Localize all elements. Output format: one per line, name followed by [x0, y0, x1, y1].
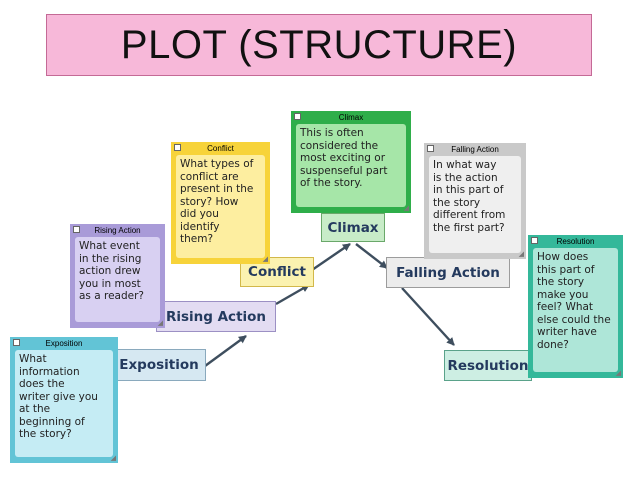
note-line: make you — [537, 288, 589, 301]
arrow-climax-to-falling — [355, 243, 388, 269]
note-line: the story? — [19, 428, 72, 440]
title-banner: PLOT (STRUCTURE) — [46, 14, 592, 76]
note-rising-action: Rising Action What event in the rising a… — [70, 224, 165, 328]
note-square-icon — [294, 113, 301, 120]
note-line: this part of — [537, 263, 595, 276]
note-line: What event — [79, 240, 140, 252]
stage-climax: Climax — [321, 213, 385, 242]
note-line: you in most — [79, 277, 141, 290]
note-line: What — [19, 353, 47, 365]
note-line: in this part of — [433, 184, 504, 196]
page-title: PLOT (STRUCTURE) — [120, 22, 518, 67]
note-body: What event in the rising action drew you… — [75, 237, 160, 322]
note-line: most exciting or — [300, 152, 386, 164]
note-line: story? How — [180, 195, 239, 208]
resize-grip-icon: ◢ — [262, 255, 268, 263]
note-line: How does — [537, 251, 589, 263]
arrow-rising-to-conflict — [275, 283, 310, 306]
note-body: This is often considered the most exciti… — [296, 124, 406, 207]
note-line: did you — [180, 208, 219, 220]
note-square-icon — [73, 226, 80, 233]
note-header: Climax — [291, 111, 411, 123]
note-line: considered the — [300, 139, 379, 152]
stage-resolution: Resolution — [444, 350, 532, 381]
resize-grip-icon: ◢ — [403, 204, 409, 212]
resize-grip-icon: ◢ — [615, 369, 621, 377]
note-line: different from — [433, 209, 506, 221]
note-line: the story — [537, 276, 585, 288]
note-line: writer have — [537, 326, 597, 338]
note-line: writer give you — [19, 390, 98, 403]
note-header: Rising Action — [70, 224, 165, 236]
note-header: Resolution — [528, 235, 623, 247]
note-square-icon — [427, 145, 434, 152]
note-conflict: Conflict What types of conflict are pres… — [171, 142, 270, 264]
note-line: action drew — [79, 265, 141, 277]
resize-grip-icon: ◢ — [518, 250, 524, 258]
arrow-conflict-to-climax — [311, 243, 351, 271]
note-line: beginning of — [19, 415, 85, 428]
note-line: suspenseful part — [300, 164, 388, 177]
note-header: Exposition — [10, 337, 118, 349]
note-body: What types of conflict are present in th… — [176, 155, 265, 258]
note-body: In what way is the action in this part o… — [429, 156, 521, 253]
stage-falling-action: Falling Action — [386, 257, 510, 288]
note-resolution: Resolution How does this part of the sto… — [528, 235, 623, 378]
note-climax: Climax This is often considered the most… — [291, 111, 411, 213]
stage-exposition: Exposition — [112, 349, 206, 381]
note-line: as a reader? — [79, 290, 145, 302]
note-body: How does this part of the story make you… — [533, 248, 618, 372]
note-line: present in the — [180, 183, 254, 195]
note-square-icon — [13, 339, 20, 346]
note-line: identify — [180, 220, 220, 233]
note-line: at the — [19, 403, 51, 415]
resize-grip-icon: ◢ — [110, 454, 116, 462]
note-line: the story — [433, 196, 481, 209]
note-line: does the — [19, 378, 65, 390]
arrow-exposition-to-rising — [204, 335, 247, 367]
stage-rising-action: Rising Action — [156, 301, 276, 332]
note-square-icon — [531, 237, 538, 244]
note-line: else could the — [537, 313, 611, 326]
note-line: This is often — [300, 127, 364, 139]
resize-grip-icon: ◢ — [157, 319, 163, 327]
note-line: done? — [537, 338, 569, 351]
note-line: feel? What — [537, 301, 594, 313]
note-line: What types of — [180, 158, 254, 170]
note-line: information — [19, 365, 80, 378]
note-line: of the story. — [300, 177, 363, 189]
note-header: Falling Action — [424, 143, 526, 155]
note-line: the first part? — [433, 221, 505, 234]
note-exposition: Exposition What information does the wri… — [10, 337, 118, 463]
note-line: them? — [180, 233, 214, 245]
note-falling-action: Falling Action In what way is the action… — [424, 143, 526, 259]
note-header: Conflict — [171, 142, 270, 154]
note-line: in the rising — [79, 252, 142, 265]
note-line: conflict are — [180, 170, 239, 183]
note-square-icon — [174, 144, 181, 151]
note-line: In what way — [433, 159, 497, 171]
note-line: is the action — [433, 171, 498, 184]
arrow-falling-to-resolution — [401, 287, 455, 346]
note-body: What information does the writer give yo… — [15, 350, 113, 457]
